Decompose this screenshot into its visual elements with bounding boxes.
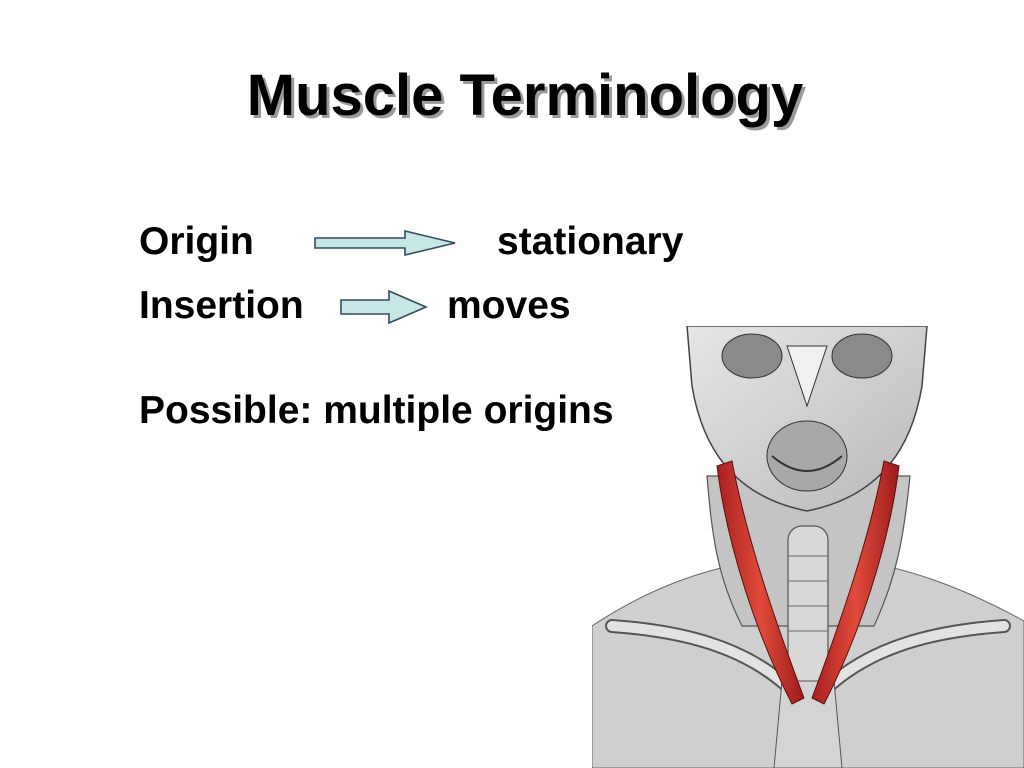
origin-meaning: stationary [497, 220, 684, 263]
slide-title: Muscle Terminology [246, 63, 804, 128]
arrow-right-icon [314, 229, 456, 257]
note-text: Possible: multiple origins [139, 389, 614, 432]
origin-term: Origin [139, 220, 254, 263]
sternocleidomastoid-anatomy-icon [592, 326, 1024, 768]
arrow-right-icon [340, 289, 429, 325]
insertion-meaning: moves [447, 284, 571, 327]
insertion-term: Insertion [139, 284, 304, 327]
